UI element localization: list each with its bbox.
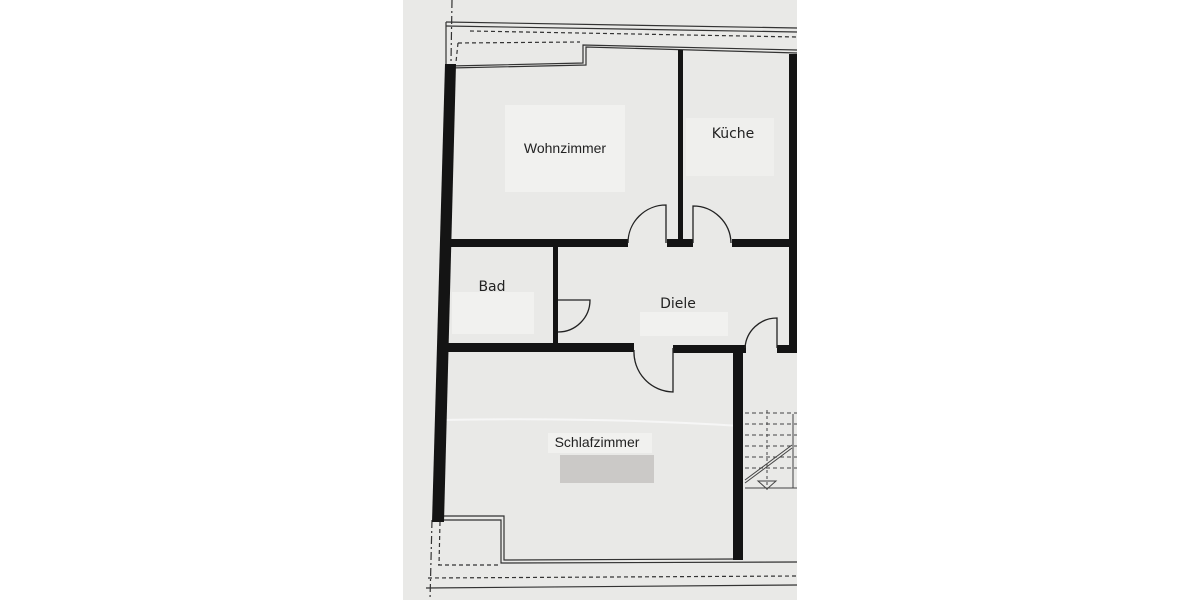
door-bathroom[interactable] <box>557 299 591 333</box>
wall-bath-hall <box>553 247 558 345</box>
room-label-hallway: Diele <box>660 296 696 312</box>
room-label-kitchen: Küche <box>712 126 755 142</box>
top-balcony-outline <box>445 0 798 69</box>
wall-living-kitchen <box>678 50 683 246</box>
label-box-bedroom <box>548 433 652 453</box>
bottom-balcony-outline <box>425 515 798 600</box>
redacted-area <box>560 455 654 483</box>
wall-bedroom-stairs <box>733 350 743 560</box>
label-box-kitchen <box>686 118 774 176</box>
room-label-living-room: Wohnzimmer <box>524 140 607 156</box>
wall-right-exterior <box>789 54 797 346</box>
door-entrance[interactable] <box>744 317 778 349</box>
label-box-living-room <box>505 105 625 192</box>
door-living-room[interactable] <box>627 204 667 244</box>
wall-hall-bedroom <box>673 345 746 353</box>
label-box-bathroom <box>452 292 534 334</box>
walls <box>432 50 797 560</box>
room-label-bedroom: Schlafzimmer <box>555 434 640 450</box>
doors <box>557 204 778 393</box>
staircase <box>744 410 797 490</box>
label-box-hallway <box>640 312 728 336</box>
wall-living-bath <box>448 239 628 247</box>
paper-fold <box>439 418 741 427</box>
door-bedroom[interactable] <box>633 348 674 393</box>
wall-hall-right <box>777 345 797 353</box>
wall-door-divider <box>667 239 693 247</box>
wall-left-exterior <box>432 64 456 522</box>
wall-bath-bedroom <box>444 343 634 352</box>
door-kitchen[interactable] <box>692 205 732 244</box>
wall-kitchen-hall <box>732 239 794 247</box>
room-label-bathroom: Bad <box>478 279 505 295</box>
